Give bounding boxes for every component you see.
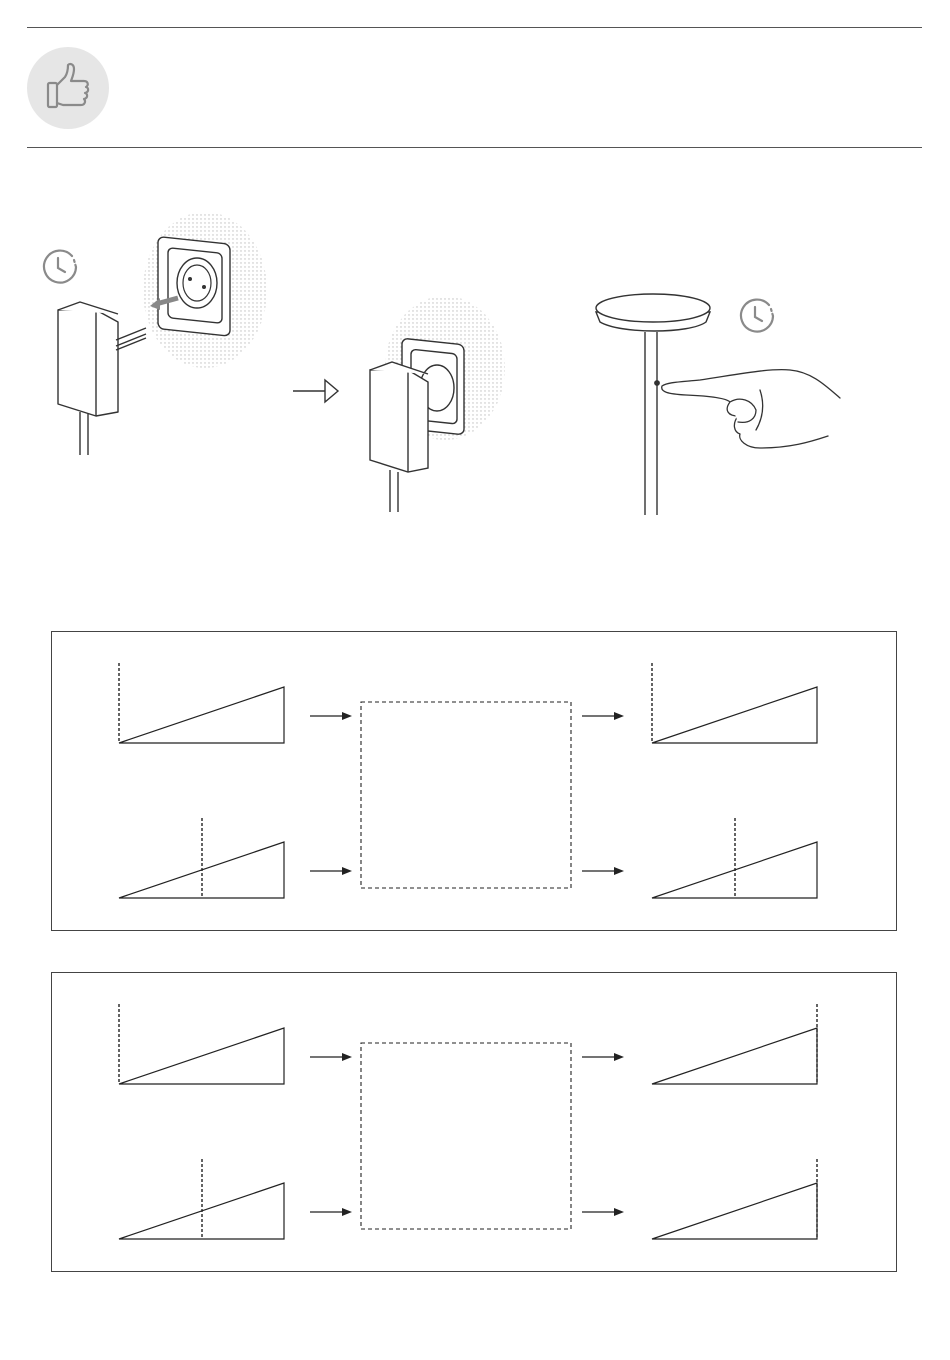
ramp-triangle bbox=[119, 1028, 284, 1084]
arrow-head bbox=[342, 1053, 352, 1061]
arrow-right-icon bbox=[582, 867, 624, 875]
top-rule bbox=[27, 27, 922, 28]
arrow-right-icon bbox=[582, 1053, 624, 1061]
arrow-head bbox=[614, 1053, 624, 1061]
plug-adapter-icon bbox=[58, 302, 146, 455]
process-box bbox=[361, 702, 571, 888]
tip-badge bbox=[27, 47, 109, 129]
ramp-triangle bbox=[652, 1183, 817, 1239]
floor-lamp-icon bbox=[596, 294, 710, 515]
timer-icon bbox=[44, 251, 76, 283]
arrow-head bbox=[614, 1208, 624, 1216]
input-ramp bbox=[119, 1004, 284, 1084]
ramp-triangle bbox=[652, 1028, 817, 1084]
arrow-head bbox=[614, 867, 624, 875]
arrow-right-icon bbox=[310, 1053, 352, 1061]
arrow-right-icon bbox=[310, 867, 352, 875]
input-ramp bbox=[119, 818, 284, 898]
output-ramp bbox=[652, 1004, 817, 1084]
arrow-right-icon bbox=[293, 380, 338, 402]
step-illustrations bbox=[0, 190, 950, 570]
output-ramp bbox=[652, 663, 817, 743]
arrow-head bbox=[342, 712, 352, 720]
diagram-panel-2 bbox=[51, 972, 897, 1272]
hand-pointing-icon bbox=[662, 370, 840, 448]
input-ramp bbox=[119, 1159, 284, 1239]
timer-icon bbox=[741, 300, 773, 332]
arrow-right-icon bbox=[310, 1208, 352, 1216]
bottom-rule bbox=[27, 147, 922, 148]
input-ramp bbox=[119, 663, 284, 743]
output-ramp bbox=[652, 1159, 817, 1239]
panel-1-drawing bbox=[52, 632, 898, 932]
arrow-right-icon bbox=[582, 1208, 624, 1216]
arrow-right-icon bbox=[310, 712, 352, 720]
process-box bbox=[361, 1043, 571, 1229]
panel-2-drawing bbox=[52, 973, 898, 1273]
plugged-adapter-icon bbox=[370, 296, 505, 512]
ramp-triangle bbox=[652, 687, 817, 743]
arrow-head bbox=[614, 712, 624, 720]
arrow-head bbox=[342, 867, 352, 875]
arrow-head bbox=[342, 1208, 352, 1216]
arrow-right-icon bbox=[582, 712, 624, 720]
thumbs-up-icon bbox=[27, 47, 109, 129]
diagram-panel-1 bbox=[51, 631, 897, 931]
wall-socket-icon bbox=[143, 212, 267, 368]
ramp-triangle bbox=[119, 687, 284, 743]
output-ramp bbox=[652, 818, 817, 898]
